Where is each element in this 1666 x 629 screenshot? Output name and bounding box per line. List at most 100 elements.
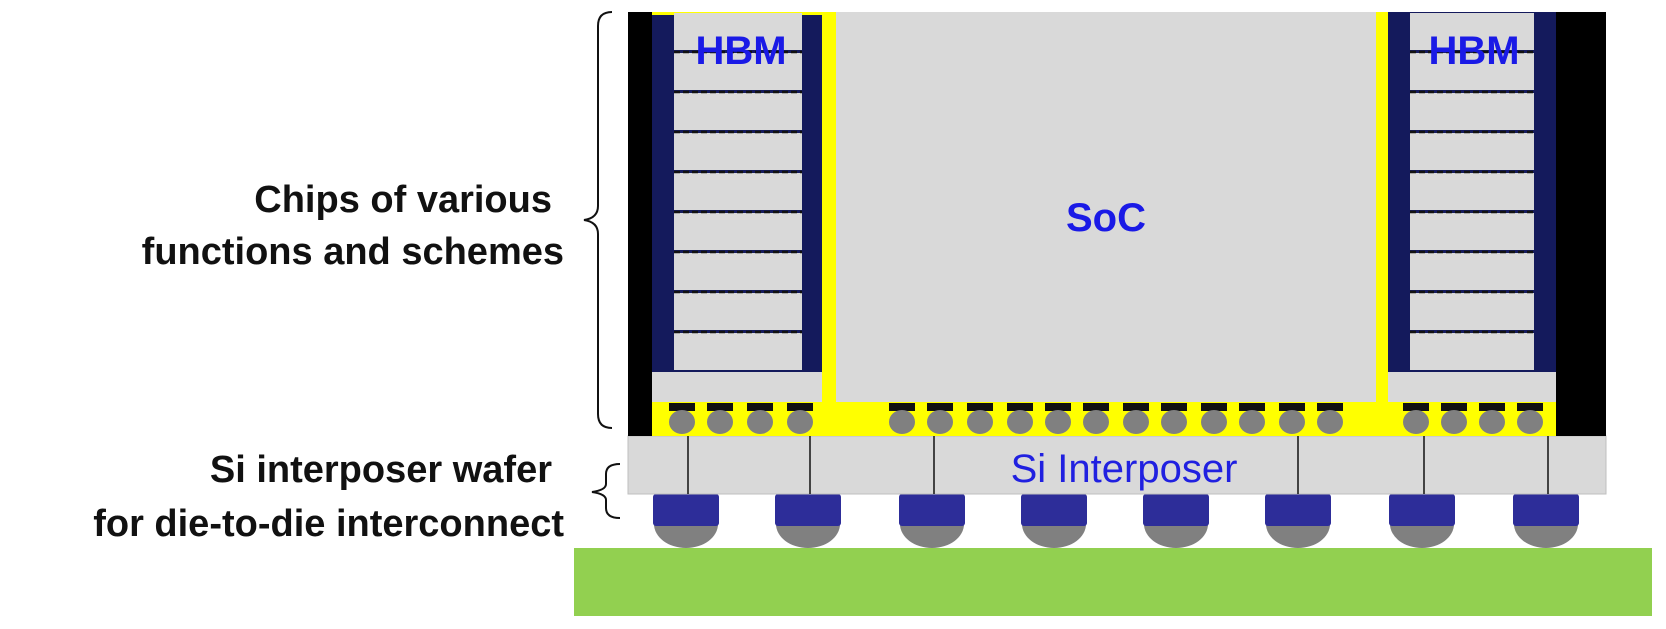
micro-bump-solder — [1161, 410, 1187, 434]
micro-bump-pad — [1083, 403, 1109, 411]
micro-bump-pad — [1317, 403, 1343, 411]
c4-bump-pad — [899, 494, 965, 526]
c4-solder — [654, 524, 718, 548]
micro-bump-solder — [1239, 410, 1265, 434]
hbm-left-base-die — [652, 372, 822, 402]
c4-solder — [1022, 524, 1086, 548]
c4-bump-pad — [653, 494, 719, 526]
micro-bump-solder — [1045, 410, 1071, 434]
dram-die — [1410, 53, 1534, 90]
micro-bump-solder — [1279, 410, 1305, 434]
micro-bump-pad — [707, 403, 733, 411]
interposer-label: Si Interposer — [1011, 447, 1238, 491]
hbm-right-dram-dies — [1410, 13, 1534, 370]
micro-bump-solder — [1403, 410, 1429, 434]
micro-bump-pad — [1161, 403, 1187, 411]
hbm-right-label: HBM — [1428, 29, 1519, 73]
c4-bump-pad — [775, 494, 841, 526]
micro-bump-pad — [1479, 403, 1505, 411]
curly-brace-icon — [591, 463, 621, 519]
dram-die — [1410, 133, 1534, 170]
c4-bump-pad — [1513, 494, 1579, 526]
micro-bump-solder — [967, 410, 993, 434]
mold-left — [628, 12, 652, 436]
soc-label: SoC — [1066, 196, 1146, 240]
micro-bump-pad — [1517, 403, 1543, 411]
micro-bump-pad — [927, 403, 953, 411]
hbm-left-label: HBM — [695, 29, 786, 73]
chips-label-line1: Chips of various — [254, 179, 552, 221]
dram-die — [674, 293, 802, 330]
hbm-left-dram-dies — [674, 13, 802, 370]
mold-right — [1556, 12, 1606, 436]
micro-bump-pad — [889, 403, 915, 411]
micro-bump-solder — [927, 410, 953, 434]
micro-bump-pad — [1045, 403, 1071, 411]
dram-die — [1410, 93, 1534, 130]
dram-die — [1410, 333, 1534, 370]
micro-bump-pad — [1403, 403, 1429, 411]
c4-bump-row — [653, 494, 1579, 548]
c4-solder — [1514, 524, 1578, 548]
micro-bump-solder — [707, 410, 733, 434]
micro-bump-pad — [1201, 403, 1227, 411]
c4-solder — [776, 524, 840, 548]
dram-die — [674, 133, 802, 170]
micro-bump-solder — [1441, 410, 1467, 434]
c4-bump-pad — [1143, 494, 1209, 526]
c4-solder — [900, 524, 964, 548]
micro-bump-solder — [747, 410, 773, 434]
micro-bump-solder — [1201, 410, 1227, 434]
dram-die — [1410, 173, 1534, 210]
soc-right-underfill — [1376, 12, 1388, 402]
c4-bump-pad — [1021, 494, 1087, 526]
c4-bump-pad — [1265, 494, 1331, 526]
micro-bump-solder — [1123, 410, 1149, 434]
micro-bump-solder — [787, 410, 813, 434]
dram-die — [674, 173, 802, 210]
micro-bump-pad — [1007, 403, 1033, 411]
micro-bump-pad — [1123, 403, 1149, 411]
dram-die — [674, 53, 802, 90]
chips-label-line2: functions and schemes — [142, 231, 564, 273]
package-substrate — [574, 548, 1652, 616]
soc-die — [836, 12, 1376, 402]
micro-bump-pad — [669, 403, 695, 411]
c4-solder — [1144, 524, 1208, 548]
hbm-right-base-die — [1388, 372, 1556, 402]
dram-die — [674, 13, 802, 50]
dram-die — [674, 253, 802, 290]
micro-bump-pad — [967, 403, 993, 411]
micro-bump-solder — [889, 410, 915, 434]
micro-bump-solder — [1007, 410, 1033, 434]
c4-bump-pad — [1389, 494, 1455, 526]
dram-die — [1410, 293, 1534, 330]
micro-bump-solder — [1517, 410, 1543, 434]
dram-die — [1410, 213, 1534, 250]
dram-die — [674, 93, 802, 130]
micro-bump-pad — [1239, 403, 1265, 411]
micro-bump-pad — [1441, 403, 1467, 411]
curly-brace-icon — [583, 11, 613, 429]
si-interposer — [627, 435, 1607, 495]
micro-bump-pad — [747, 403, 773, 411]
micro-bump-solder — [1479, 410, 1505, 434]
c4-solder — [1390, 524, 1454, 548]
interposer-wafer-label-line1: Si interposer wafer — [210, 449, 552, 491]
dram-die — [1410, 13, 1534, 50]
dram-die — [1410, 253, 1534, 290]
micro-bump-row — [669, 403, 1543, 434]
through-silicon-vias — [687, 436, 1549, 494]
interposer-wafer-label-line2: for die-to-die interconnect — [93, 503, 564, 545]
micro-bump-solder — [1083, 410, 1109, 434]
micro-bump-pad — [1279, 403, 1305, 411]
micro-bump-solder — [1317, 410, 1343, 434]
c4-solder — [1266, 524, 1330, 548]
dram-die — [674, 213, 802, 250]
micro-bump-solder — [669, 410, 695, 434]
soc-left-underfill — [822, 12, 836, 402]
micro-bump-pad — [787, 403, 813, 411]
dram-die — [674, 333, 802, 370]
